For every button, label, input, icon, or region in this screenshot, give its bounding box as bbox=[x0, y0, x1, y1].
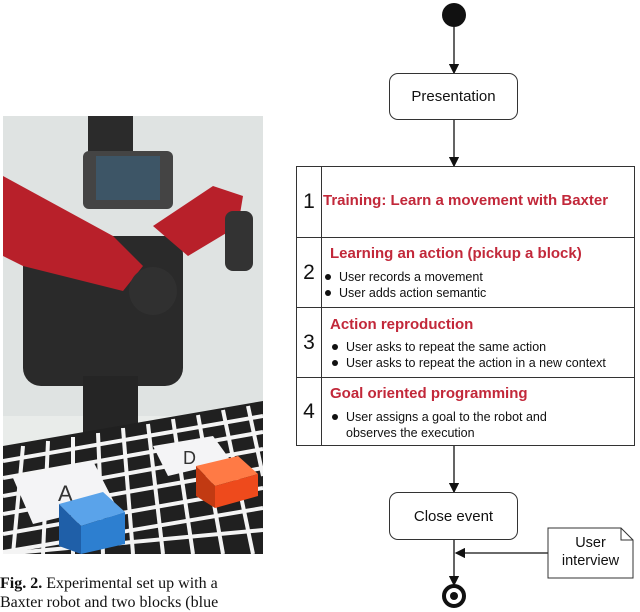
list-item: User asks to repeat the action in a new … bbox=[330, 355, 606, 371]
baxter-robot bbox=[3, 116, 253, 554]
list-item: User assigns a goal to the robot and bbox=[330, 409, 547, 425]
card-a-letter: A bbox=[58, 481, 73, 506]
close-event-label: Close event bbox=[413, 507, 494, 525]
presentation-box: Presentation bbox=[389, 73, 518, 120]
row-title: Training: Learn a movement with Baxter bbox=[323, 192, 609, 209]
row-number: 1 bbox=[297, 167, 322, 237]
activity-table: 1 Training: Learn a movement with Baxter… bbox=[296, 166, 635, 446]
start-node bbox=[442, 3, 466, 27]
row-number: 2 bbox=[297, 238, 322, 307]
row-title: Goal oriented programming bbox=[330, 385, 528, 402]
end-node bbox=[442, 584, 466, 608]
row-number: 3 bbox=[297, 308, 322, 377]
list-item: User records a movement bbox=[323, 269, 486, 285]
figure-caption: Fig. 2. Experimental set up with a Baxte… bbox=[0, 574, 272, 612]
activity-row-3: 3 Action reproduction User asks to repea… bbox=[297, 307, 634, 377]
row-bullets: User records a movement User adds action… bbox=[323, 269, 486, 301]
user-interview-label: User interview bbox=[561, 535, 620, 569]
card-d bbox=[153, 436, 231, 476]
row-bullets: User asks to repeat the same action User… bbox=[330, 339, 606, 371]
user-interview-note: User interview bbox=[548, 528, 633, 578]
caption-label: Fig. 2. bbox=[0, 575, 43, 592]
row-title: Action reproduction bbox=[330, 316, 474, 333]
caption-text-line2: Baxter robot and two blocks (blue bbox=[0, 594, 219, 611]
activity-row-1: 1 Training: Learn a movement with Baxter bbox=[297, 167, 634, 237]
row-title: Learning an action (pickup a block) bbox=[330, 245, 582, 262]
row-bullets: User assigns a goal to the robot and obs… bbox=[330, 409, 547, 441]
blue-block bbox=[59, 492, 125, 554]
list-item: User adds action semantic bbox=[323, 285, 486, 301]
row-number: 4 bbox=[297, 378, 322, 445]
activity-row-4: 4 Goal oriented programming User assigns… bbox=[297, 377, 634, 445]
experiment-photo: A D bbox=[3, 116, 263, 554]
presentation-label: Presentation bbox=[411, 88, 496, 105]
activity-row-2: 2 Learning an action (pickup a block) Us… bbox=[297, 237, 634, 307]
caption-text: Experimental set up with a bbox=[46, 575, 218, 592]
list-item-continuation: observes the execution bbox=[346, 426, 475, 440]
card-d-letter: D bbox=[183, 448, 196, 468]
close-event-box: Close event bbox=[389, 492, 518, 540]
list-item: User asks to repeat the same action bbox=[330, 339, 606, 355]
orange-block bbox=[196, 456, 258, 508]
